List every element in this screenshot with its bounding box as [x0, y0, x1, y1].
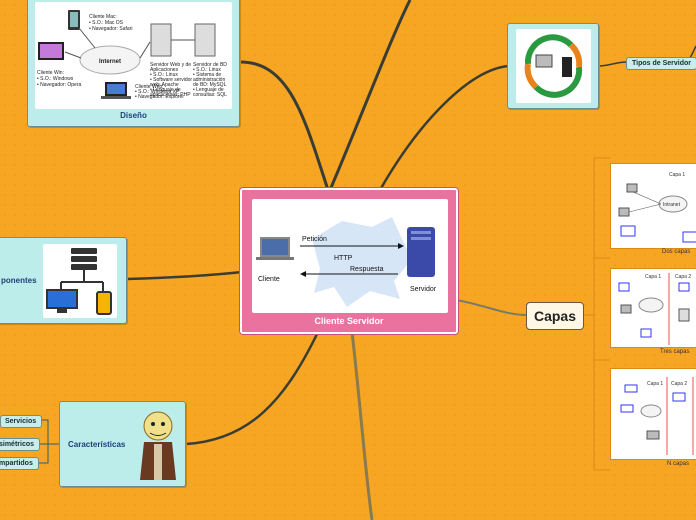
- n-capas-diagram: Capa 1 Capa 2: [620, 377, 694, 455]
- svg-text:administración: administración: [193, 77, 225, 83]
- svg-text:• S.O.: Windows: • S.O.: Windows: [37, 76, 74, 82]
- svg-text:Cliente Web:: Cliente Web:: [135, 84, 164, 90]
- svg-text:Cliente Win:: Cliente Win:: [37, 70, 64, 76]
- note-win: Cliente Win: • S.O.: Windows • Navegador…: [37, 70, 81, 88]
- svg-text:Servidor Web y de: Servidor Web y de: [150, 62, 191, 68]
- n-capas-layer2: Capa 2: [671, 381, 687, 387]
- protocol-label: HTTP: [334, 255, 353, 262]
- diseno-caption: Diseño: [120, 111, 147, 120]
- capas-node[interactable]: Capas: [526, 302, 584, 330]
- caracteristicas-node[interactable]: Características: [59, 401, 186, 487]
- svg-text:Servidor de BD: Servidor de BD: [193, 62, 227, 68]
- caracteristica-item-asimetricos[interactable]: simétricos: [0, 438, 41, 451]
- branch-capas: [455, 299, 527, 316]
- componentes-node[interactable]: ponentes: [0, 237, 127, 324]
- capas-thumb-n[interactable]: Capa 1 Capa 2: [610, 368, 696, 460]
- svg-text:• Lenguaje de: • Lenguaje de: [193, 87, 224, 93]
- server-cycle-icon: [524, 34, 583, 98]
- dos-capas-cloud: Intranet: [663, 202, 681, 208]
- central-caption: Cliente Servidor: [314, 316, 384, 326]
- svg-text:• S.O.: Linux: • S.O.: Linux: [150, 72, 178, 78]
- dos-capas-diagram: Capa 1 Intranet: [618, 172, 696, 243]
- svg-text:• Software servidor: • Software servidor: [150, 77, 192, 83]
- network-illustration: Cliente Mac: • S.O.: Mac OS • Navegador:…: [37, 10, 227, 100]
- svg-text:web: Apache: web: Apache: [150, 82, 179, 88]
- capas-thumb-dos-caption: Dos capas: [662, 249, 691, 255]
- svg-text:• S.O.: Windows XP: • S.O.: Windows XP: [135, 89, 180, 95]
- branch-bottom: [350, 331, 374, 520]
- client-server-illustration: Petición HTTP Respuesta Cliente Servidor: [256, 217, 437, 307]
- note-web-client: Cliente Web: • S.O.: Windows XP • Navega…: [135, 84, 184, 100]
- branch-tipos: [378, 64, 509, 191]
- tres-capas-layer2: Capa 2: [675, 274, 691, 280]
- svg-text:• S.O.: Linux: • S.O.: Linux: [193, 67, 221, 73]
- n-capas-layer1: Capa 1: [647, 381, 663, 387]
- svg-text:aplicaciones: PHP: aplicaciones: PHP: [150, 92, 191, 98]
- internet-label: Internet: [99, 59, 121, 65]
- note-web-server: Servidor Web y de Aplicaciones • S.O.: L…: [150, 62, 192, 98]
- capas-thumb-dos[interactable]: Capa 1 Intranet: [610, 163, 696, 249]
- svg-text:• Navegador: Safari: • Navegador: Safari: [89, 26, 132, 32]
- caracteristicas-label: Características: [68, 440, 126, 449]
- server-label: Servidor: [410, 286, 437, 293]
- branch-diseno: [237, 60, 330, 191]
- tipos-servidor-node[interactable]: [507, 23, 599, 109]
- svg-text:• S.O.: Mac OS: • S.O.: Mac OS: [89, 20, 124, 26]
- tipos-servidor-label[interactable]: Tipos de Servidor: [626, 57, 696, 70]
- tres-capas-diagram: Capa 1 Capa 2: [618, 273, 691, 345]
- caracteristica-item-compartidos[interactable]: mpartidos: [0, 457, 39, 470]
- svg-text:• Navegador: Opera: • Navegador: Opera: [37, 82, 81, 88]
- branch-caracteristicas: [185, 331, 320, 446]
- response-label: Respuesta: [350, 266, 384, 273]
- diseno-node[interactable]: Cliente Mac: • S.O.: Mac OS • Navegador:…: [27, 0, 240, 127]
- central-node[interactable]: Petición HTTP Respuesta Cliente Servidor…: [240, 188, 458, 334]
- componentes-image: [43, 244, 117, 318]
- client-server-diagram: Petición HTTP Respuesta Cliente Servidor: [252, 199, 448, 313]
- diseno-image: Cliente Mac: • S.O.: Mac OS • Navegador:…: [35, 2, 232, 109]
- character-illustration: [140, 411, 176, 480]
- capas-bracket-mid1: [594, 257, 610, 361]
- branch-componentes: [125, 270, 243, 281]
- capas-thumb-tres-caption: Tres capas: [660, 349, 690, 355]
- capas-thumb-tres[interactable]: Capa 1 Capa 2: [610, 268, 696, 348]
- svg-text:Cliente Mac:: Cliente Mac:: [89, 14, 117, 20]
- caracteristica-item-servicios[interactable]: Servicios: [0, 415, 43, 428]
- request-label: Petición: [302, 236, 327, 243]
- svg-text:de BD: MySQL: de BD: MySQL: [193, 82, 227, 88]
- note-bd-server: Servidor de BD • S.O.: Linux • Sistema d…: [193, 62, 227, 98]
- dos-capas-layer1: Capa 1: [669, 172, 685, 178]
- devices-icon: [46, 248, 112, 315]
- note-mac: Cliente Mac: • S.O.: Mac OS • Navegador:…: [89, 14, 132, 32]
- branch-top: [328, 0, 412, 191]
- svg-text:Aplicaciones: Aplicaciones: [150, 67, 179, 73]
- branch-tipos-label: [597, 61, 628, 67]
- tipos-servidor-image: [516, 29, 591, 103]
- tres-capas-layer1: Capa 1: [645, 274, 661, 280]
- capas-bracket: [582, 157, 610, 471]
- svg-text:• Navegador: Explorer: • Navegador: Explorer: [135, 94, 184, 100]
- svg-text:consultas: SQL: consultas: SQL: [193, 92, 227, 98]
- componentes-label: ponentes: [1, 276, 37, 285]
- svg-text:• Sistema de: • Sistema de: [193, 72, 221, 78]
- client-label: Cliente: [258, 276, 280, 283]
- capas-thumb-n-caption: N capas: [667, 461, 690, 467]
- svg-text:• Lenguaje de: • Lenguaje de: [150, 87, 181, 93]
